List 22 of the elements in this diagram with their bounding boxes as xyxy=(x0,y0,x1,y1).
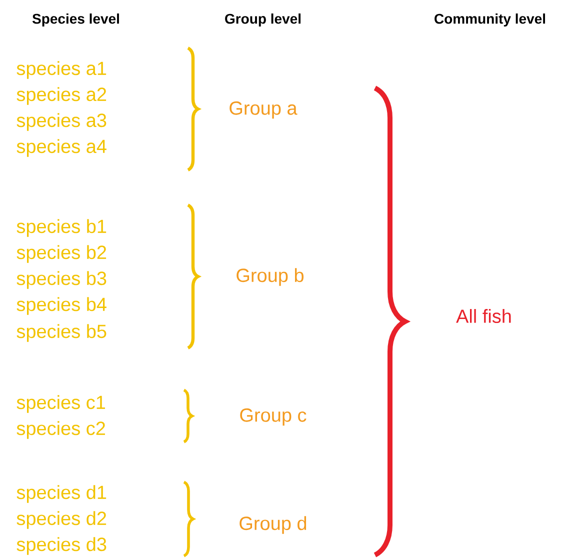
group-name: Group d xyxy=(240,516,306,534)
species-name: species b3 xyxy=(16,271,106,289)
group-name: Group b xyxy=(236,268,304,286)
section-heading: Group level xyxy=(225,13,301,27)
species-name: species c1 xyxy=(16,395,105,413)
species-name: species b1 xyxy=(16,219,106,237)
species-name: species a4 xyxy=(16,139,106,157)
section-heading: Community level xyxy=(434,13,546,27)
section-heading: Species level xyxy=(32,13,119,27)
community-name: All fish xyxy=(456,309,511,323)
species-name: species a2 xyxy=(16,87,106,105)
species-name: species a1 xyxy=(16,61,106,79)
species-name: species d2 xyxy=(16,511,106,529)
species-name: species b2 xyxy=(16,245,106,263)
group-name: Group a xyxy=(230,101,298,119)
species-name: species c2 xyxy=(16,421,105,439)
species-name: species b5 xyxy=(16,324,106,342)
species-name: species d3 xyxy=(16,537,106,555)
species-name: species d1 xyxy=(16,485,106,503)
group-name: Group c xyxy=(240,408,306,426)
species-name: species a3 xyxy=(16,113,106,131)
species-name: species b4 xyxy=(16,297,106,315)
